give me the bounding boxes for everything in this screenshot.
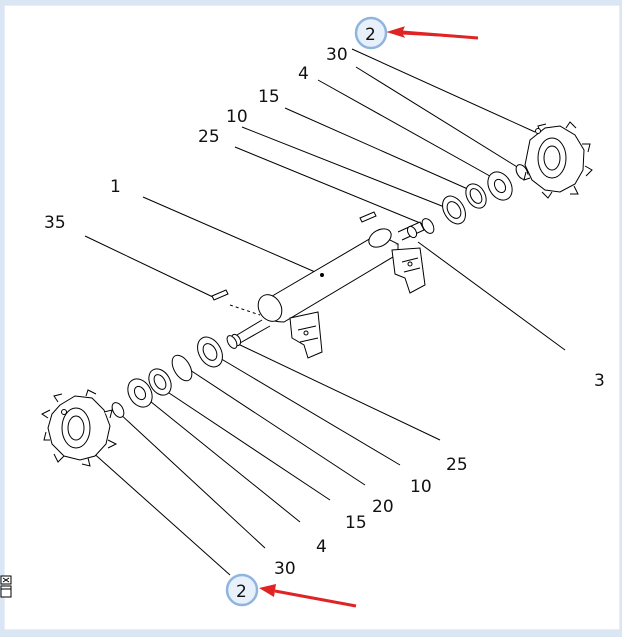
leader-bottom-2 <box>89 449 231 576</box>
leader-low-15 <box>156 384 331 501</box>
callout-low-30: 30 <box>274 559 296 579</box>
lower-sprocket <box>41 389 118 467</box>
callout-3: 3 <box>594 371 605 391</box>
leader-1 <box>142 196 323 276</box>
leader-right-20 <box>189 369 366 486</box>
leader-low-30 <box>117 411 266 549</box>
callout-35: 35 <box>44 213 66 233</box>
callout-low-4: 4 <box>316 537 327 557</box>
leader-top-4 <box>317 79 498 181</box>
leader-35 <box>84 235 216 299</box>
top-callout-badge: 2 <box>354 16 479 50</box>
upper-parts <box>421 121 593 234</box>
callout-top-15: 15 <box>258 87 280 107</box>
leader-right-25 <box>237 343 441 441</box>
bottom-arrow-icon <box>274 589 357 608</box>
callout-right-20: 20 <box>372 497 394 517</box>
callout-low-15: 15 <box>345 513 367 533</box>
leader-right-10 <box>217 356 401 466</box>
leader-top-10 <box>241 126 453 211</box>
bottom-callout-badge: 2 <box>225 573 357 608</box>
callout-top-4: 4 <box>298 64 309 84</box>
shaft-assembly <box>211 211 426 359</box>
top-badge-label: 2 <box>365 25 376 45</box>
leader-lines <box>84 48 566 576</box>
upper-sprocket <box>523 121 593 199</box>
callout-top-10: 10 <box>226 107 248 127</box>
leader-3 <box>417 241 566 351</box>
lower-parts <box>41 335 238 467</box>
callout-top-25: 25 <box>198 127 220 147</box>
leader-top-2 <box>351 48 536 133</box>
callout-right-10: 10 <box>410 477 432 497</box>
leader-top-30 <box>355 66 523 171</box>
callout-labels: 30 4 15 10 25 1 35 3 25 10 20 15 4 30 <box>44 45 605 579</box>
leader-top-15 <box>284 107 471 191</box>
callout-right-25: 25 <box>446 455 468 475</box>
leader-low-4 <box>139 392 301 523</box>
window-restore-icon[interactable] <box>0 575 12 599</box>
leader-top-25 <box>234 146 426 226</box>
callout-top-30: 30 <box>326 45 348 65</box>
bottom-badge-label: 2 <box>236 582 247 602</box>
callout-1: 1 <box>110 177 121 197</box>
